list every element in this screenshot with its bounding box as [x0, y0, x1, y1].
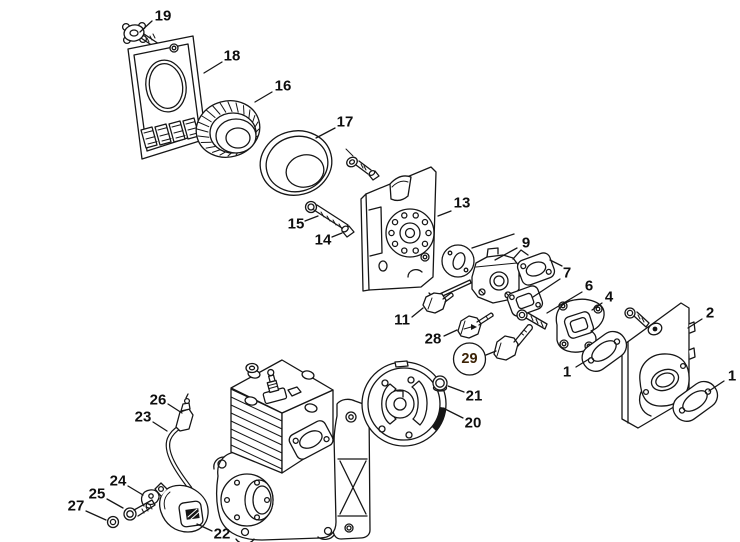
part-11-twist-lock-knob	[422, 292, 454, 314]
leader-line-9	[471, 233, 515, 249]
crankcase-bolt-holes	[223, 479, 271, 521]
part-21-nut	[432, 375, 448, 392]
engine-cylinder	[230, 359, 334, 474]
carburetor-end-cover	[441, 244, 475, 278]
part-label-21[interactable]: 21	[466, 388, 483, 405]
part-label-20[interactable]: 20	[465, 415, 482, 432]
arrow-right-icon-head	[471, 324, 477, 330]
part-label-19[interactable]: 19	[155, 8, 172, 25]
part-label-26[interactable]: 26	[150, 392, 167, 409]
part-1-gasket-left	[581, 330, 628, 372]
highlight-part-29[interactable]: 29	[452, 342, 497, 376]
arrow-right-icon	[463, 326, 472, 330]
part-29-knob	[493, 324, 533, 361]
leader-line-27	[85, 510, 107, 521]
part-23-ignition-wire	[165, 424, 193, 491]
part-label-14[interactable]: 14	[315, 232, 332, 249]
part-label-4[interactable]: 4	[605, 289, 614, 306]
leader-line-13	[437, 210, 452, 217]
part-19-wing-screw	[121, 21, 160, 49]
leader-line-4	[591, 302, 603, 311]
flywheel-magnet-shading	[432, 407, 446, 431]
leader-line-11	[411, 307, 424, 318]
part-label-11[interactable]: 11	[394, 312, 410, 329]
leader-line-1-right	[708, 380, 725, 392]
part-label-28[interactable]: 28	[425, 331, 442, 348]
leader-line-25	[106, 498, 124, 509]
part-label-1-left[interactable]: 1	[563, 364, 571, 381]
leader-line-22	[196, 523, 213, 532]
part-16-air-filter	[195, 100, 261, 158]
leader-line-16	[254, 91, 273, 103]
leader-line-26	[167, 403, 183, 414]
part-17-filter-cover-ring	[259, 130, 333, 196]
leader-line-21	[447, 385, 465, 393]
part-label-16[interactable]: 16	[275, 78, 292, 95]
part-label-17[interactable]: 17	[337, 114, 354, 131]
part-24-clamp	[140, 489, 160, 509]
leader-line-14	[331, 232, 343, 238]
part-label-13[interactable]: 13	[454, 195, 471, 212]
part-28-choke-knob	[457, 312, 494, 339]
leader-line-7	[549, 259, 563, 267]
leader-line-1-left	[575, 358, 590, 368]
part-6-screw	[516, 309, 548, 330]
part-15-screw	[304, 200, 349, 231]
leader-line-17	[315, 127, 336, 139]
part-25-screw	[123, 499, 156, 521]
throttle-rod	[428, 279, 472, 301]
part-13-carburetor-box	[360, 166, 437, 292]
part-26-plug-connector	[175, 393, 194, 432]
part-label-7[interactable]: 7	[563, 265, 571, 282]
part-label-1-right[interactable]: 1	[728, 368, 736, 385]
part-9-carburetor	[428, 244, 529, 304]
part-label-27[interactable]: 27	[68, 498, 85, 515]
leader-line-19	[139, 20, 153, 33]
part-label-29[interactable]: 29	[461, 351, 477, 367]
upper-screw-and-sleeve	[345, 148, 380, 181]
leader-line-24	[127, 485, 144, 496]
leader-line-9	[494, 247, 518, 261]
part-label-15[interactable]: 15	[288, 216, 305, 233]
part-label-18[interactable]: 18	[224, 48, 241, 65]
highlight-circle[interactable]	[452, 342, 487, 376]
louver-slots	[140, 117, 200, 149]
part-label-2[interactable]: 2	[706, 305, 714, 322]
spark-plug	[262, 368, 288, 405]
leader-line-7	[532, 278, 561, 298]
crankcase	[213, 435, 337, 542]
part-22-ignition-module	[154, 482, 209, 533]
exhaust-flange	[288, 420, 334, 460]
leader-line-29	[485, 350, 497, 356]
part-label-22[interactable]: 22	[214, 526, 231, 542]
part-14-sleeve	[341, 225, 355, 238]
part-label-23[interactable]: 23	[135, 409, 152, 426]
leader-line-6	[546, 291, 583, 314]
boss-bolt-holes	[388, 212, 432, 254]
cooling-fins	[230, 396, 283, 470]
part-label-25[interactable]: 25	[89, 486, 106, 503]
part-label-9[interactable]: 9	[522, 235, 530, 252]
part-18-filter-base	[127, 35, 207, 160]
part-7-gasket-upper	[516, 252, 556, 286]
leader-line-2	[687, 318, 703, 329]
leader-line-20	[442, 407, 464, 419]
part-label-24[interactable]: 24	[110, 473, 127, 490]
leader-line-18	[203, 61, 223, 74]
leader-line-15	[304, 215, 319, 222]
muffler-screw	[624, 307, 650, 328]
part-label-6[interactable]: 6	[585, 278, 593, 295]
engine-mount-plate	[332, 398, 371, 540]
part-7-gasket-lower	[506, 285, 544, 317]
part-4-intake-manifold	[555, 298, 605, 353]
leader-line-28	[443, 329, 458, 337]
muffler-body	[638, 353, 690, 417]
part-27-washer	[106, 515, 120, 529]
part-20-flywheel	[361, 360, 447, 447]
leader-line-23	[152, 421, 168, 432]
